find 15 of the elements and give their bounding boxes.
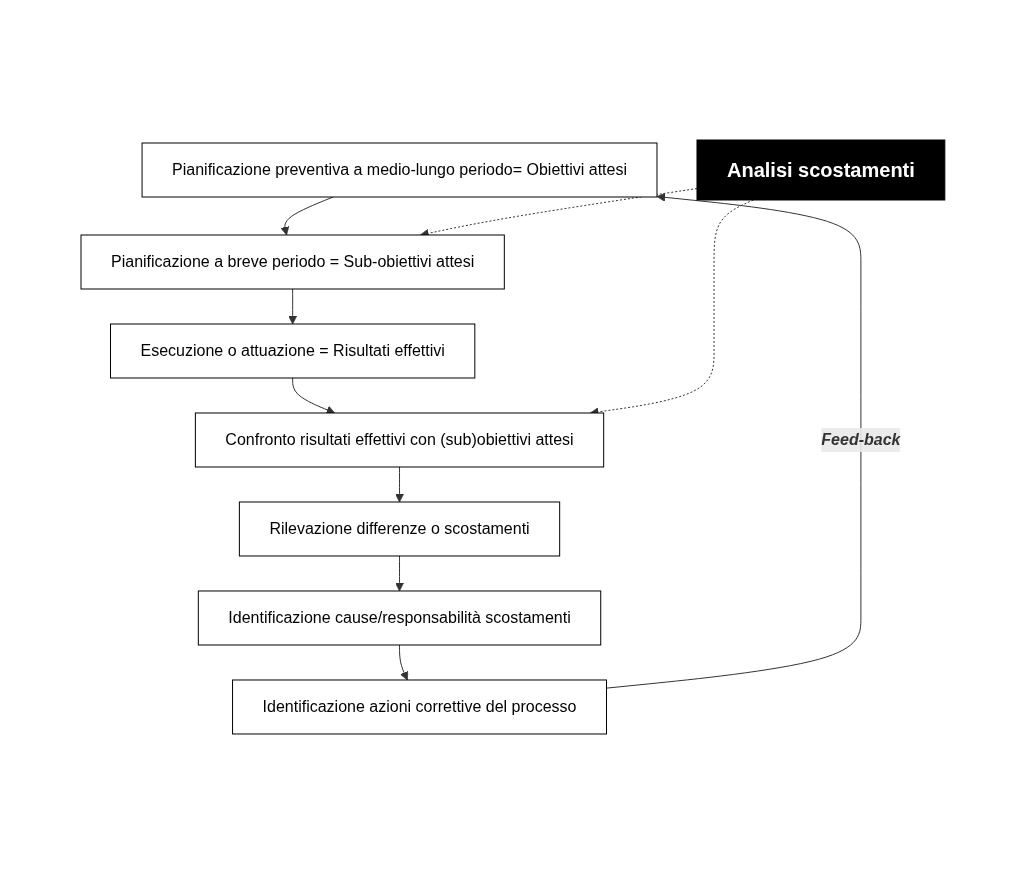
arrow: [288, 288, 298, 325]
edge-label: Feed-back: [821, 430, 901, 448]
node-box: Identificazione cause/responsabilità scostamenti: [197, 590, 602, 646]
node-box: Rilevazione differenze o scostamenti: [238, 501, 561, 557]
arrow: [292, 377, 336, 414]
node-box: Analisi scostamenti: [696, 139, 946, 201]
arrow: [399, 644, 409, 681]
arrow: [606, 192, 862, 689]
node-box: Identificazione azioni correttive del processo: [232, 679, 608, 735]
node-box: Pianificazione a breve periodo = Sub-obiettivi attesi: [80, 234, 505, 290]
node-box: Esecuzione o attuazione = Risultati effettivi: [110, 323, 476, 379]
arrow: [395, 466, 404, 503]
node-box: Confronto risultati effettivi con (sub)obiettivi attesi: [194, 412, 605, 468]
node-box: Pianificazione preventiva a medio-lungo periodo= Obiettivi attesi: [141, 142, 658, 198]
arrow: [395, 555, 404, 592]
